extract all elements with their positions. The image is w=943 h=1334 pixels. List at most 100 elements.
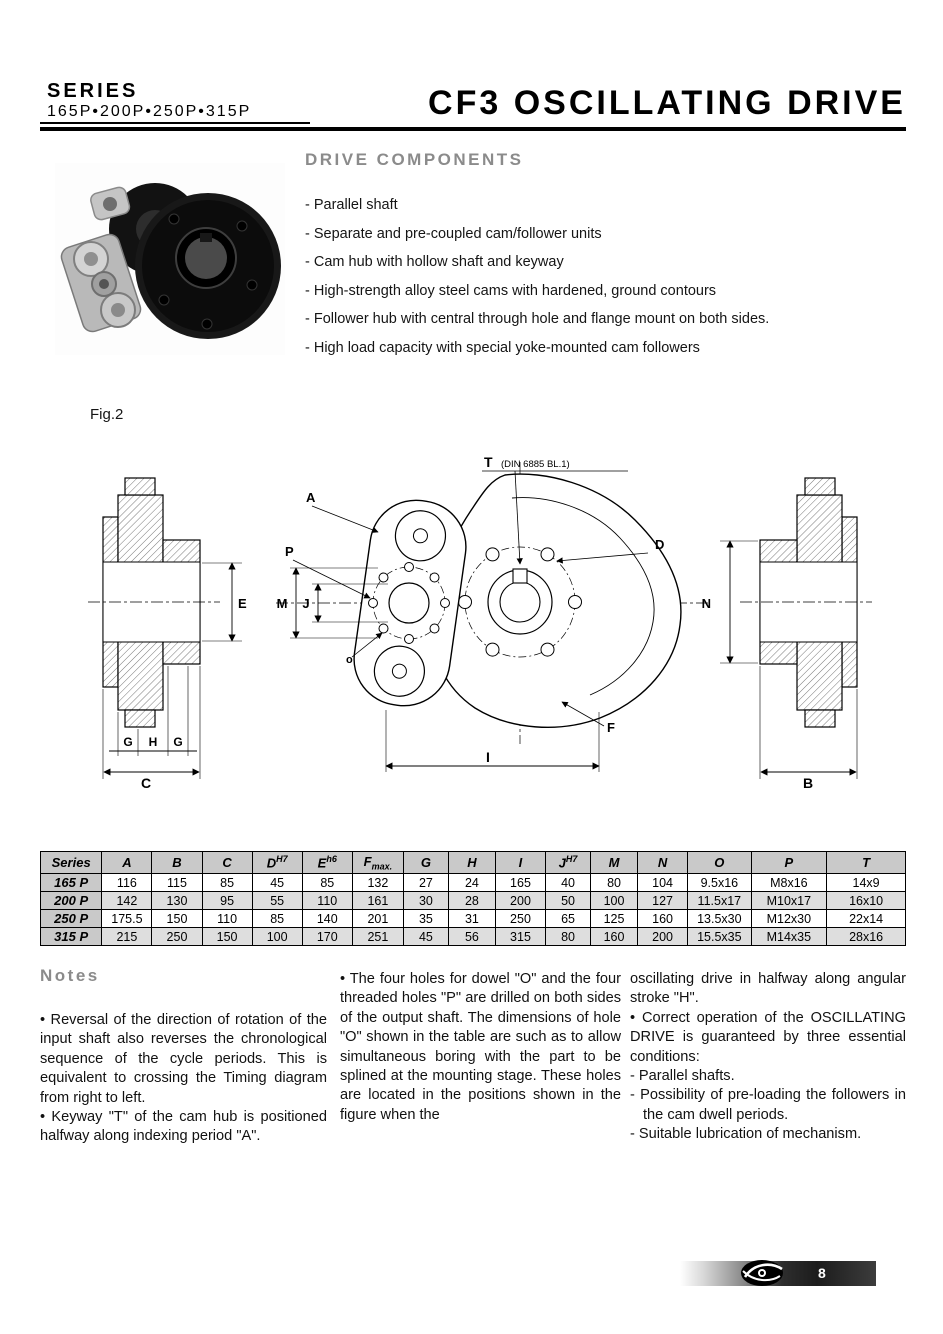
dim-label-c: C xyxy=(141,775,151,791)
drive-components-photo xyxy=(55,163,285,355)
column-header-series: Series xyxy=(39,851,103,874)
series-underline xyxy=(40,122,310,124)
center-view xyxy=(276,462,710,772)
series-models: 165P•200P•250P•315P xyxy=(47,103,252,120)
column-header-m: M xyxy=(590,851,639,874)
cam-profile xyxy=(431,473,682,729)
component-item: - High-strength alloy steel cams with ha… xyxy=(305,282,717,299)
right-side-view xyxy=(720,477,872,779)
value-cell: 104 xyxy=(637,873,689,892)
column-header-h: H xyxy=(447,851,496,874)
column-header-p: P xyxy=(750,851,828,874)
value-cell: 250 xyxy=(494,909,547,928)
column-header-t: T xyxy=(826,851,906,874)
dim-label-o: o xyxy=(346,654,353,666)
column-header-a: A xyxy=(101,851,153,874)
value-cell: 251 xyxy=(351,927,404,946)
note-paragraph: - Suitable lubrication of mechanism. xyxy=(630,1126,862,1143)
page-number: 8 xyxy=(818,1265,826,1281)
note-paragraph: • Correct operation of the OSCILLATING D… xyxy=(630,1009,906,1065)
dim-label-g1: G xyxy=(123,735,132,749)
drive-components-section: DRIVE COMPONENTS - Parallel shaft- Separ… xyxy=(305,150,911,363)
value-cell: 110 xyxy=(301,891,353,910)
value-cell: 215 xyxy=(101,927,153,946)
value-cell: 170 xyxy=(301,927,353,946)
dim-label-f: F xyxy=(607,720,615,735)
value-cell: M12x30 xyxy=(750,909,828,928)
column-header-g: G xyxy=(402,851,449,874)
figure-caption: Fig.2 xyxy=(90,406,124,423)
note-paragraph: • Keyway "T" of the cam hub is positione… xyxy=(40,1109,327,1145)
column-header-b: B xyxy=(151,851,203,874)
dim-label-d: D xyxy=(655,537,664,552)
series-cell: 200 P xyxy=(39,891,103,910)
value-cell: 85 xyxy=(201,873,253,892)
dim-label-g2: G xyxy=(173,735,182,749)
dim-label-a: A xyxy=(306,490,316,505)
notes-heading: Notes xyxy=(40,966,100,985)
column-header-n: N xyxy=(637,851,689,874)
column-header-i: I xyxy=(494,851,547,874)
value-cell: 9.5x16 xyxy=(687,873,752,892)
column-header-e: Eh6 xyxy=(301,851,353,874)
value-cell: 130 xyxy=(151,891,203,910)
value-cell: 30 xyxy=(402,891,449,910)
component-item: - High load capacity with special yoke-m… xyxy=(305,339,700,356)
value-cell: 45 xyxy=(402,927,449,946)
value-cell: 80 xyxy=(545,927,592,946)
value-cell: 160 xyxy=(590,927,639,946)
value-cell: 28 xyxy=(447,891,496,910)
value-cell: 132 xyxy=(351,873,404,892)
value-cell: 45 xyxy=(251,873,303,892)
component-item: - Follower hub with central through hole… xyxy=(305,311,770,328)
value-cell: 16x10 xyxy=(826,891,906,910)
note-paragraph: • Reversal of the direction of rotation … xyxy=(40,1012,327,1106)
value-cell: 100 xyxy=(251,927,303,946)
value-cell: 31 xyxy=(447,909,496,928)
value-cell: 27 xyxy=(402,873,449,892)
series-label: SERIES xyxy=(47,80,139,102)
dim-label-n: N xyxy=(702,596,711,611)
brand-logo-icon xyxy=(741,1260,783,1286)
value-cell: 315 xyxy=(494,927,547,946)
value-cell: M8x16 xyxy=(750,873,828,892)
value-cell: 65 xyxy=(545,909,592,928)
value-cell: 161 xyxy=(351,891,404,910)
value-cell: 95 xyxy=(201,891,253,910)
value-cell: 40 xyxy=(545,873,592,892)
component-item: - Parallel shaft xyxy=(305,197,398,213)
column-header-d: DH7 xyxy=(251,851,303,874)
column-header-f: Fmax. xyxy=(351,851,404,874)
value-cell: 110 xyxy=(201,909,253,928)
dim-label-j: J xyxy=(302,596,309,611)
column-header-c: C xyxy=(201,851,253,874)
value-cell: 85 xyxy=(251,909,303,928)
value-cell: 140 xyxy=(301,909,353,928)
value-cell: 150 xyxy=(201,927,253,946)
value-cell: 13.5x30 xyxy=(687,909,752,928)
value-cell: 165 xyxy=(494,873,547,892)
value-cell: M14x35 xyxy=(750,927,828,946)
page-title: CF3 OSCILLATING DRIVE xyxy=(428,84,906,122)
value-cell: 55 xyxy=(251,891,303,910)
value-cell: 22x14 xyxy=(826,909,906,928)
dim-label-m: M xyxy=(277,596,288,611)
dim-label-t: T xyxy=(484,454,493,470)
note-paragraph: - Parallel shafts. xyxy=(630,1068,735,1085)
value-cell: 35 xyxy=(402,909,449,928)
component-item: - Cam hub with hollow shaft and keyway xyxy=(305,254,564,271)
value-cell: 250 xyxy=(151,927,203,946)
photo-illustration xyxy=(55,163,285,355)
dim-label-h: H xyxy=(149,735,158,749)
dim-label-i: I xyxy=(486,749,490,765)
series-cell: 165 P xyxy=(39,873,103,892)
value-cell: 200 xyxy=(494,891,547,910)
din-spec-label: (DIN 6885 BL.1) xyxy=(501,459,570,470)
follower-yoke-part xyxy=(60,233,142,333)
column-header-o: O xyxy=(687,851,752,874)
value-cell: 24 xyxy=(447,873,496,892)
